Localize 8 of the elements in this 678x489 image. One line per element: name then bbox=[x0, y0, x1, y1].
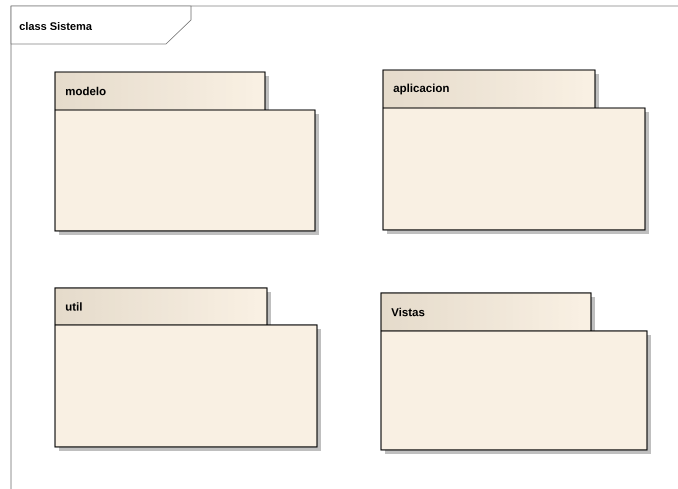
package-box: util bbox=[54, 287, 321, 451]
node-label: Vistas bbox=[391, 308, 424, 316]
package-box: modelo bbox=[54, 71, 319, 235]
node-label: aplicacion bbox=[394, 84, 449, 94]
package-box: Vistas bbox=[380, 292, 651, 454]
node-label: modelo bbox=[66, 86, 106, 96]
package-box: aplicacion bbox=[382, 69, 649, 234]
node-label: util bbox=[66, 302, 82, 311]
